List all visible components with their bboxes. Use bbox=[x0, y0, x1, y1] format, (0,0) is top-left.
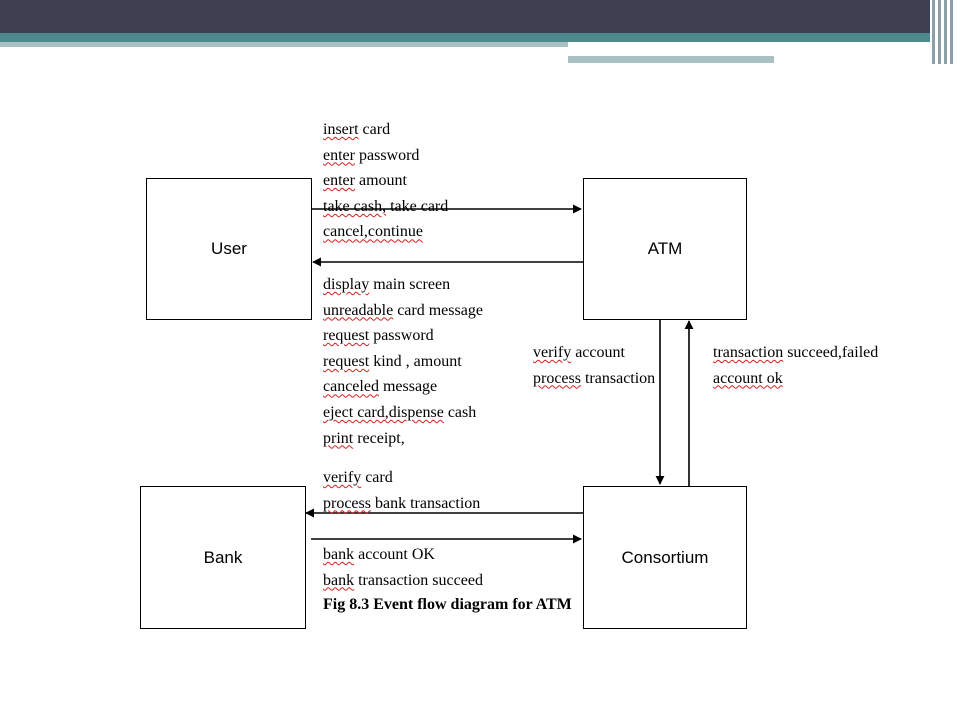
figure-caption: Fig 8.3 Event flow diagram for ATM bbox=[323, 596, 572, 613]
slide-header-band bbox=[0, 0, 960, 66]
flow-label-rest: transaction bbox=[580, 369, 656, 387]
flow-label-keyword: enter bbox=[323, 146, 355, 164]
flow-label-line: account ok bbox=[713, 366, 878, 392]
flow-label-keyword: unreadable bbox=[323, 301, 394, 319]
flow-label-rest: receipt, bbox=[353, 429, 405, 447]
header-gap bbox=[568, 42, 888, 50]
flow-label-keyword: bank bbox=[323, 546, 355, 563]
header-edge-line-4 bbox=[950, 0, 953, 64]
node-user: User bbox=[146, 178, 312, 320]
flow-label-rest: card bbox=[361, 469, 393, 486]
flow-label-rest: account OK bbox=[354, 546, 435, 563]
flow-label-line: request password bbox=[323, 323, 483, 349]
header-dark-bar bbox=[0, 0, 960, 33]
flow-label-line: process transaction bbox=[533, 366, 655, 392]
flow-label-line: verify account bbox=[533, 340, 655, 366]
flow-label-line: unreadable card message bbox=[323, 298, 483, 324]
flow-label-rest: message bbox=[378, 378, 438, 396]
node-bank: Bank bbox=[140, 486, 306, 629]
flow-label-line: canceled message bbox=[323, 374, 483, 400]
flow-label-keyword: transaction bbox=[713, 344, 784, 361]
flow-label-keyword: print bbox=[323, 429, 354, 447]
flow-label-rest: amount bbox=[354, 172, 407, 190]
flow-label-line: verify card bbox=[323, 465, 480, 491]
node-bank-label: Bank bbox=[203, 547, 243, 567]
flow-label-line: bank transaction succeed bbox=[323, 568, 483, 594]
flow-label-rest: account bbox=[571, 344, 625, 361]
flow-label-line: take cash, take card bbox=[323, 194, 448, 220]
flow-label-keyword: request bbox=[323, 327, 370, 345]
flow-label-keyword: verify bbox=[533, 344, 572, 361]
flow-label-line: eject card,dispense cash bbox=[323, 400, 483, 426]
node-atm: ATM bbox=[583, 178, 747, 320]
flow-label-keyword: insert bbox=[323, 121, 359, 138]
flow-label-keyword: cancel,continue bbox=[323, 223, 423, 241]
header-edge-line-2 bbox=[938, 0, 941, 64]
flow-label-keyword: enter bbox=[323, 172, 355, 190]
node-atm-label: ATM bbox=[647, 239, 683, 258]
header-light-strip bbox=[0, 42, 568, 47]
flow-label-keyword: eject card,dispense bbox=[323, 403, 444, 421]
flow-label-rest: password bbox=[354, 146, 420, 164]
header-edge-line-3 bbox=[944, 0, 947, 64]
flow-label-keyword: process bbox=[323, 494, 371, 512]
flow-label-line: insert card bbox=[323, 117, 448, 143]
flow-label-rest: main screen bbox=[369, 276, 451, 293]
flow-label-rest: kind , amount bbox=[369, 352, 462, 370]
flow-label-rest: password bbox=[369, 327, 434, 345]
flow-label-keyword: request bbox=[323, 352, 370, 370]
flow-label-rest: take card bbox=[386, 197, 449, 215]
flow-label-keyword: verify bbox=[323, 469, 362, 486]
flow-label-line: enter amount bbox=[323, 168, 448, 194]
flow-label-rest: card bbox=[358, 121, 391, 138]
flow-label-line: process bank transaction bbox=[323, 491, 480, 517]
flow-label-line: request kind , amount bbox=[323, 349, 483, 375]
header-edge-line-1 bbox=[932, 0, 935, 64]
flow-label-line: transaction succeed,failed bbox=[713, 340, 878, 366]
flow-label-rest: card message bbox=[393, 301, 483, 319]
flow-label-keyword: take cash, bbox=[323, 197, 387, 215]
header-teal-bar bbox=[0, 33, 930, 42]
flow-label-line: display main screen bbox=[323, 272, 483, 298]
flow-label-line: print receipt, bbox=[323, 426, 483, 452]
flow-label-keyword: canceled bbox=[323, 378, 379, 396]
node-consortium: Consortium bbox=[583, 486, 747, 629]
node-consortium-label: Consortium bbox=[621, 547, 709, 567]
flow-label-rest: cash bbox=[443, 403, 477, 421]
flow-label-line: bank account OK bbox=[323, 542, 483, 568]
flow-label-rest: succeed,failed bbox=[783, 344, 879, 361]
flow-label-keyword: process bbox=[533, 369, 581, 387]
flow-label-line: enter password bbox=[323, 143, 448, 169]
flow-label-keyword: display bbox=[323, 276, 370, 293]
header-light-tab bbox=[568, 56, 774, 63]
flow-label-keyword: bank bbox=[323, 571, 355, 589]
node-user-label: User bbox=[211, 239, 247, 258]
flow-label-rest: transaction succeed bbox=[354, 571, 483, 589]
flow-label-keyword: account ok bbox=[713, 369, 783, 387]
flow-label-line: cancel,continue bbox=[323, 219, 448, 245]
flow-label-rest: bank transaction bbox=[370, 494, 481, 512]
